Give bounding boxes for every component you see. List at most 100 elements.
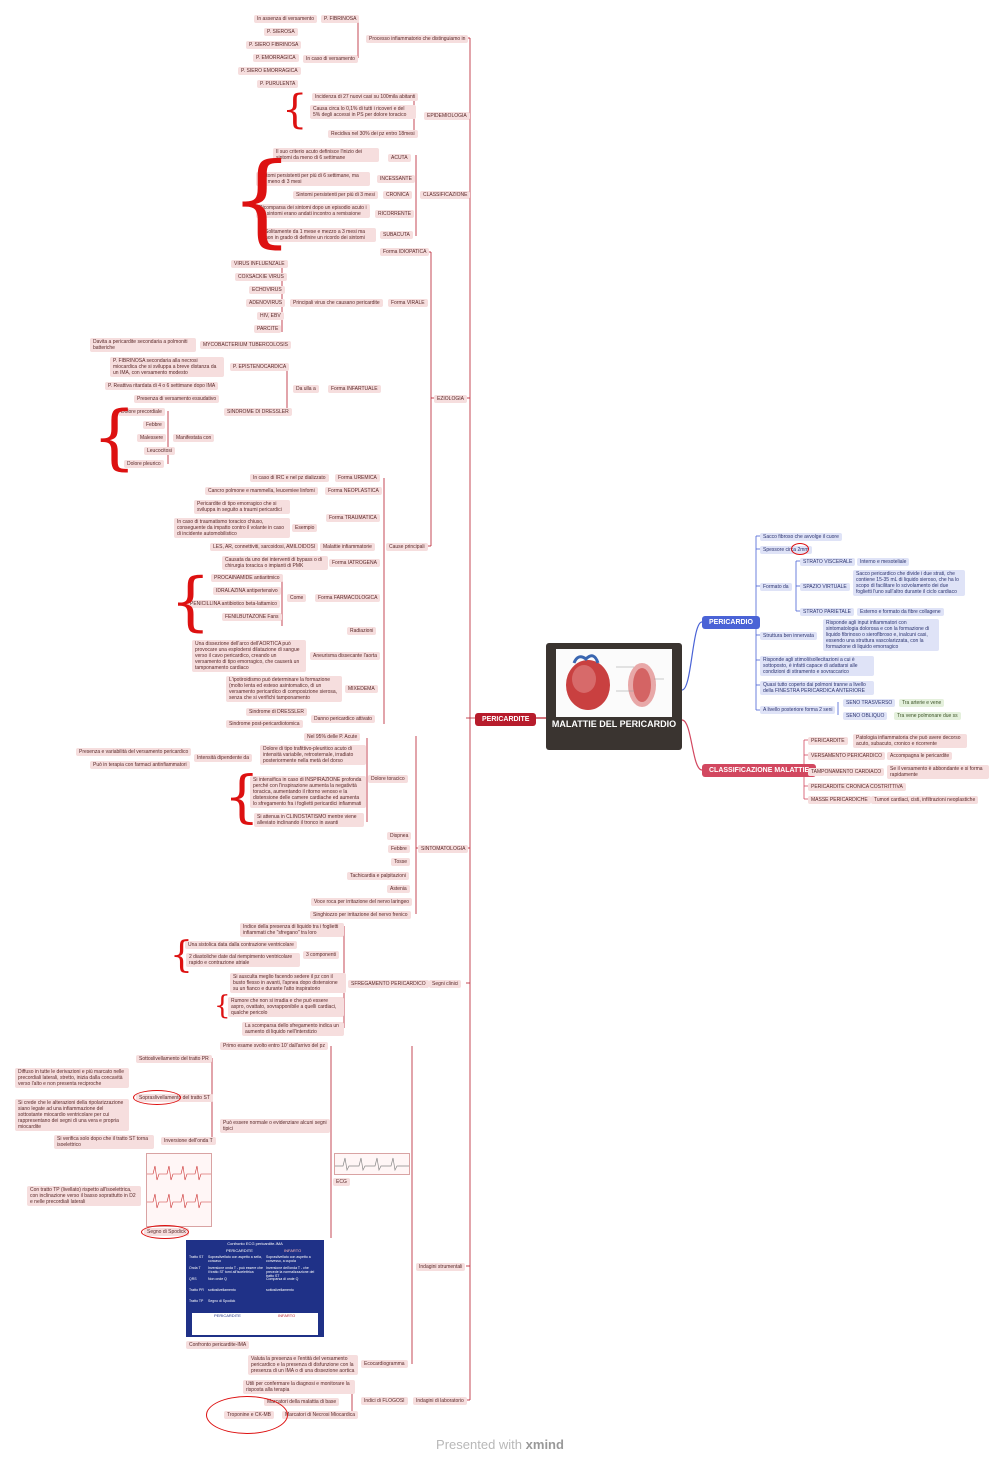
table-cell: Tratto TP xyxy=(189,1299,204,1303)
table-caption-infarto: INFARTO xyxy=(278,1313,296,1318)
seno-trasverso[interactable]: SENO TRASVERSO xyxy=(843,699,896,707)
danno-pericardico[interactable]: Danno pericardico attivato xyxy=(311,715,376,723)
strato-parietale[interactable]: STRATO PARIETALE xyxy=(800,608,854,616)
forma-traumatica[interactable]: Forma TRAUMATICA xyxy=(326,514,380,522)
componente-diastoliche: 2 diastoliche date dal riempimento ventr… xyxy=(186,953,300,967)
pericardio-formato[interactable]: Formato da xyxy=(760,583,792,591)
p-epistenocardica[interactable]: P. EPISTENOCARDICA xyxy=(230,363,290,371)
cronica[interactable]: CRONICA xyxy=(383,191,413,199)
table-cell: Inversione onda T - può essere che il tr… xyxy=(208,1266,263,1274)
forma-iatrogena[interactable]: Forma IATROGENA xyxy=(329,559,380,567)
sfregamento-pericardico[interactable]: SFREGAMENTO PERICARDICO xyxy=(348,980,429,988)
seno-obliquo[interactable]: SENO OBLIQUO xyxy=(843,712,888,720)
principali-virus[interactable]: Principali virus che causano pericardite xyxy=(290,299,383,307)
astenia[interactable]: Astenia xyxy=(387,885,410,893)
ecg[interactable]: ECG xyxy=(333,1178,350,1186)
radiazioni[interactable]: Radiazioni xyxy=(347,627,377,635)
dressler-symptom: Dolore precordiale xyxy=(118,408,165,416)
cronica-desc: Sintomi persistenti per più di 3 mesi xyxy=(293,191,378,199)
ecocardiogramma[interactable]: Ecocardiogramma xyxy=(361,1360,408,1368)
forma-uremica[interactable]: Forma UREMICA xyxy=(335,474,380,482)
pericardio-seni[interactable]: A livello posteriore forma 2 seni xyxy=(760,706,836,714)
mycobacterium[interactable]: MYCOBACTERIUM TUBERCOLOSIS xyxy=(200,341,291,349)
p-purulenta: P. PURULENTA xyxy=(257,80,299,88)
danno-dressler: Sindrome di DRESSLER xyxy=(246,708,308,716)
forma-virale[interactable]: Forma VIRALE xyxy=(388,299,428,307)
class-tamponamento[interactable]: TAMPONAMENTO CARDIACO xyxy=(808,768,885,776)
forma-idiopatica[interactable]: Forma IDIOPATICA xyxy=(380,248,430,256)
dressler-symptom: Febbre xyxy=(143,421,165,429)
branch-pericardite[interactable]: PERICARDITE xyxy=(475,713,537,726)
pericardio-stimoli[interactable]: Risponde agli stimoli/sollecitazioni a c… xyxy=(760,656,874,676)
sfregamento-scomparsa: La scomparsa dello sfregamento indica un… xyxy=(242,1022,344,1036)
annotation-oval xyxy=(141,1225,189,1239)
tre-componenti[interactable]: 3 componenti xyxy=(303,951,340,959)
aneurisma[interactable]: Aneurisma dissecante l'aorta xyxy=(310,652,381,660)
pericardio-spessore[interactable]: Spessore circa 2mm xyxy=(760,546,812,554)
come: Come xyxy=(287,594,307,602)
classificazione-left[interactable]: CLASSIFICAZIONE xyxy=(420,191,471,199)
forma-iatrogena-desc: Causata da uno dei interventi di bypass … xyxy=(222,556,328,570)
indagini-strumentali[interactable]: Indagini strumentali xyxy=(416,1263,466,1271)
forma-farmacologica[interactable]: Forma FARMACOLOGICA xyxy=(315,594,381,602)
forma-infartuale[interactable]: Forma INFARTUALE xyxy=(328,385,381,393)
sottoslivellamento-pr[interactable]: Sottoslivellamento del tratto PR xyxy=(136,1055,212,1063)
heart-pericardium-image xyxy=(556,649,672,717)
eziologia[interactable]: EZIOLOGIA xyxy=(434,395,467,403)
class-versamento[interactable]: VERSAMENTO PERICARDICO xyxy=(808,752,886,760)
malattie-infiammatorie[interactable]: Malattie infiammatorie xyxy=(320,543,375,551)
cause-principali[interactable]: Cause principali xyxy=(386,543,428,551)
indagini-laboratorio[interactable]: Indagini di laboratorio xyxy=(413,1397,467,1405)
ecg-primo-esame: Primo esame svolto entro 10' dall'arrivo… xyxy=(220,1042,328,1050)
marcatori-necrosi[interactable]: Marcatori di Necrosi Miocardica xyxy=(282,1411,359,1419)
intensita[interactable]: Intensità dipendente da xyxy=(194,754,252,762)
dispnea[interactable]: Dispnea xyxy=(387,832,412,840)
inversione-onda-t[interactable]: Inversione dell'onda T xyxy=(161,1137,216,1145)
acuta[interactable]: ACUTA xyxy=(388,154,411,162)
class-pericardite[interactable]: PERICARDITE xyxy=(808,737,848,745)
dolore-toracico[interactable]: Dolore toracico xyxy=(368,775,408,783)
class-costrittiva[interactable]: PERICARDITE CRONICA COSTRITTIVA xyxy=(808,783,906,791)
central-topic[interactable]: MALATTIE DEL PERICARDIO xyxy=(546,643,682,750)
pericardio-sacco[interactable]: Sacco fibroso che avvolge il cuore xyxy=(760,533,842,541)
annotation-brace: { xyxy=(92,396,137,478)
singhiozzo[interactable]: Singhiozzo per irritazione del nervo fre… xyxy=(310,911,411,919)
indici-flogosi[interactable]: Indici di FLOGOSI xyxy=(361,1397,408,1405)
subacuta[interactable]: SUBACUTA xyxy=(380,231,413,239)
epidemiologia[interactable]: EPIDEMIOLOGIA xyxy=(424,112,470,120)
p-siero-emorragica: P. SIERO EMORRAGICA xyxy=(238,67,301,75)
p-epistenocardica-desc: P. FIBRINOSA secondaria alla necrosi mio… xyxy=(110,357,224,377)
confronto-pericardite-ima[interactable]: Confronto pericardite-IMA xyxy=(186,1341,250,1349)
sindrome-dressler[interactable]: SINDROME DI DRESSLER xyxy=(224,408,292,416)
dolore-clinostatismo: Si attenua in CLINOSTATISMO mentre viene… xyxy=(254,813,364,827)
pericardio-struttura[interactable]: Struttura ben innervata xyxy=(760,632,817,640)
pericardio-polmoni[interactable]: Quasi tutto coperto dai polmoni tranne a… xyxy=(760,681,874,695)
forma-neoplastica[interactable]: Forma NEOPLASTICA xyxy=(325,487,382,495)
p-fibrinosa[interactable]: P. FIBRINOSA xyxy=(321,15,360,23)
marcatori-malattia: Marcatori della malattia di base xyxy=(264,1398,340,1406)
footer-presented: Presented with xyxy=(436,1437,523,1452)
dressler-symptom: Leucocitosi xyxy=(144,447,176,455)
segni-clinici[interactable]: Segni clinici xyxy=(429,980,462,988)
branch-pericardio[interactable]: PERICARDIO xyxy=(702,616,760,629)
mixedema[interactable]: MIXEDEMA xyxy=(345,685,378,693)
spazio-virtuale[interactable]: SPAZIO VIRTUALE xyxy=(800,583,850,591)
voce-roca[interactable]: Voce roca per irritazione del nervo lari… xyxy=(311,898,413,906)
table-cell: Non onde Q xyxy=(208,1277,227,1281)
manifestata-con[interactable]: Manifestata con xyxy=(173,434,215,442)
tachicardia[interactable]: Tachicardia e palpitazioni xyxy=(347,872,409,880)
strato-viscerale[interactable]: STRATO VISCERALE xyxy=(800,558,856,566)
febbre[interactable]: Febbre xyxy=(388,845,410,853)
acuta-desc: Il suo criterio acuto definisce l'inizio… xyxy=(273,148,379,162)
incessante[interactable]: INCESSANTE xyxy=(377,175,415,183)
caso-versamento[interactable]: In caso di versamento xyxy=(303,55,358,63)
tosse[interactable]: Tosse xyxy=(391,858,411,866)
ricorrente[interactable]: RICORRENTE xyxy=(375,210,415,218)
ecg-normale[interactable]: Può essere normale o evidenziare alcuni … xyxy=(220,1119,330,1133)
sintomatologia[interactable]: SINTOMATOLOGIA xyxy=(418,845,469,853)
class-masse[interactable]: MASSE PERICARDICHE xyxy=(808,796,871,804)
branch-classificazione[interactable]: CLASSIFICAZIONE MALATTIE xyxy=(702,764,817,777)
mycobacterium-desc: Davita a pericardite secondaria a polmon… xyxy=(90,338,196,352)
processo-infiammatorio[interactable]: Processo infiammatorio che distinguiamo … xyxy=(366,35,469,43)
